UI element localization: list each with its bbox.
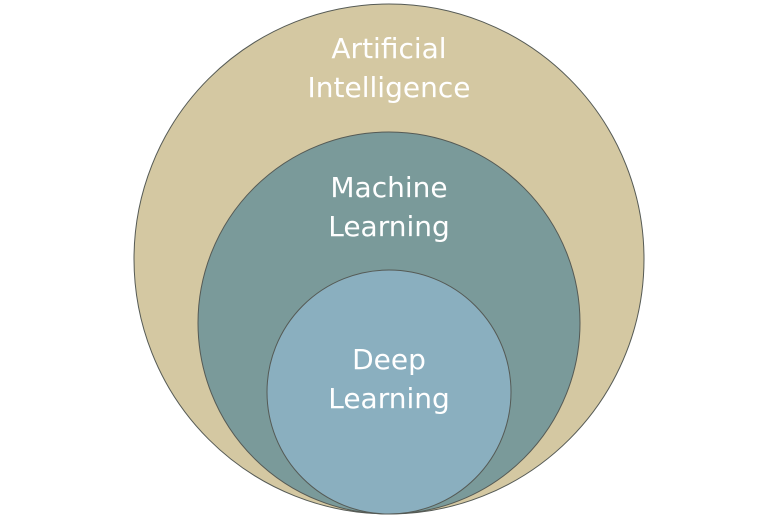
label-machine-learning-line2: Learning [328, 210, 450, 243]
label-artificial-intelligence-line2: Intelligence [308, 71, 471, 104]
label-machine-learning-line1: Machine [330, 171, 447, 204]
label-deep-learning-line2: Learning [328, 382, 450, 415]
circle-deep-learning [266, 269, 512, 515]
label-artificial-intelligence-line1: Artificial [331, 32, 446, 65]
label-deep-learning-line1: Deep [352, 343, 426, 376]
